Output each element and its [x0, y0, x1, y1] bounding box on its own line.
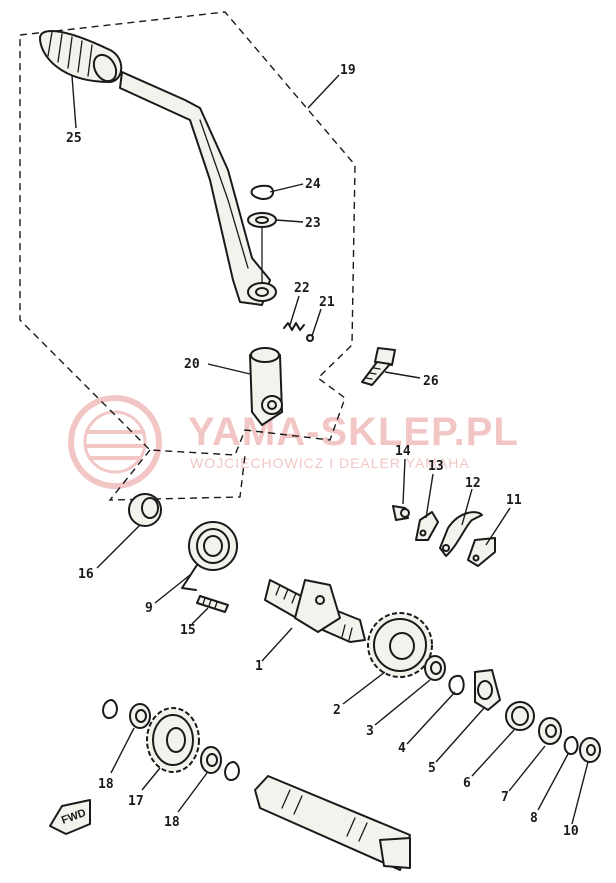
callout-17: 17	[128, 794, 144, 809]
washer-10	[579, 737, 601, 763]
callout-18-lower: 18	[164, 815, 180, 830]
circlip	[250, 184, 275, 201]
callout-8: 8	[530, 811, 538, 826]
circlip-4	[448, 674, 465, 696]
detent-spring	[283, 322, 305, 331]
forward-direction-icon: FWD	[49, 799, 91, 835]
detent-ball	[306, 334, 314, 342]
kick-boss	[249, 347, 283, 426]
idler-gear	[146, 707, 200, 773]
kick-gear	[367, 612, 433, 678]
stopper-12	[439, 511, 483, 557]
callout-1: 1	[255, 659, 263, 674]
washer-3	[424, 655, 446, 681]
leader-lines	[71, 74, 589, 825]
callout-26: 26	[423, 374, 439, 389]
circlip-18-upper	[102, 699, 118, 719]
kick-grip	[39, 29, 123, 83]
bracket-11	[467, 537, 496, 567]
bolt-14	[392, 505, 410, 521]
callout-15: 15	[180, 623, 196, 638]
callout-10: 10	[563, 824, 579, 839]
washer-18-upper	[129, 703, 151, 729]
callout-labels: 19 25 24 23 22 21 20 26 14 13 12 11 16 9…	[66, 63, 579, 839]
shaft	[254, 775, 411, 871]
assembly-outline	[19, 11, 356, 456]
circlip-8	[563, 736, 579, 755]
callout-4: 4	[398, 741, 406, 756]
callout-3: 3	[366, 724, 374, 739]
callout-23: 23	[305, 216, 321, 231]
oil-seal	[128, 493, 162, 527]
watermark-logo-icon	[68, 395, 162, 489]
washer-18-lower	[200, 746, 222, 774]
callout-19: 19	[340, 63, 356, 78]
callout-11: 11	[506, 493, 522, 508]
callout-24: 24	[305, 177, 321, 192]
callout-18-upper: 18	[98, 777, 114, 792]
callout-16: 16	[78, 567, 94, 582]
torsion-spring	[181, 521, 238, 591]
callout-14: 14	[395, 444, 411, 459]
callout-9: 9	[145, 601, 153, 616]
ratchet-spring	[505, 701, 535, 731]
callout-2: 2	[333, 703, 341, 718]
callout-12: 12	[465, 476, 481, 491]
watermark: YAMA-SKLEP.PL WOJCIECHOWICZ I DEALER YAM…	[68, 395, 519, 489]
washer-7	[538, 717, 562, 745]
watermark-title: YAMA-SKLEP.PL	[188, 410, 519, 454]
callout-5: 5	[428, 761, 436, 776]
callout-22: 22	[294, 281, 310, 296]
plate-13	[415, 511, 439, 541]
ratchet	[474, 669, 501, 711]
callout-25: 25	[66, 131, 82, 146]
callout-21: 21	[319, 295, 335, 310]
spring-guide	[196, 595, 229, 613]
callout-20: 20	[184, 357, 200, 372]
callout-6: 6	[463, 776, 471, 791]
watermark-subtitle: WOJCIECHOWICZ I DEALER YAMAHA	[190, 455, 470, 471]
washer	[247, 212, 277, 228]
circlip-18-lower	[224, 761, 240, 781]
kick-axle	[264, 579, 366, 643]
bolt	[361, 347, 396, 386]
callout-13: 13	[428, 459, 444, 474]
callout-7: 7	[501, 790, 509, 805]
kick-lever-arm	[119, 71, 277, 306]
